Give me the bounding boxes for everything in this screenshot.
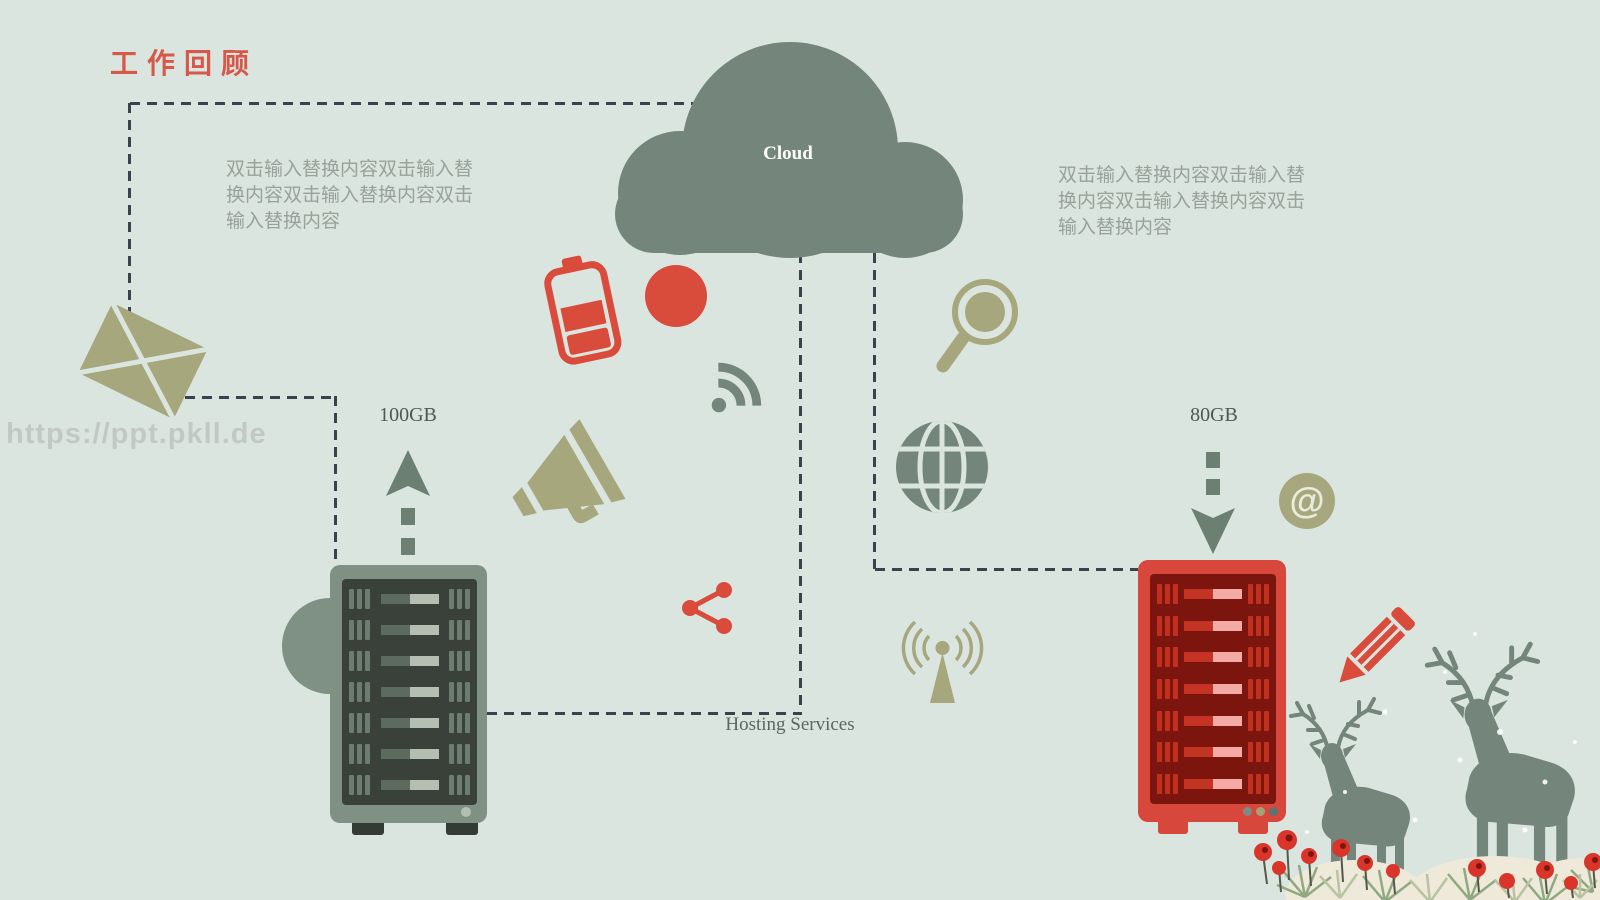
wifi-icon <box>711 362 762 413</box>
placeholder-text-left[interactable]: 双击输入替换内容双击输入替 换内容双击输入替换内容双击 输入替换内容 <box>226 159 474 232</box>
capacity-label-left: 100GB <box>379 404 437 426</box>
server-left-indicator <box>461 807 471 817</box>
dashed-connector-envelope-h <box>185 396 337 399</box>
dashed-connector-to-red-server <box>875 568 1138 571</box>
deer-decoration <box>1254 632 1600 900</box>
dashed-connector-cloud-right-v <box>873 253 876 571</box>
cloud-label: Cloud <box>763 143 813 164</box>
record-dot-icon <box>645 265 707 327</box>
dashed-connector-title-to-envelope <box>128 103 131 313</box>
dashed-connector-title-to-cloud <box>130 102 702 105</box>
envelope-icon <box>77 301 209 421</box>
server-slot-row <box>1150 774 1276 795</box>
server-slot-row <box>1150 647 1276 668</box>
server-slot-row <box>1150 615 1276 636</box>
server-slot-row <box>342 650 477 671</box>
at-symbol: @ <box>1289 480 1325 521</box>
server-rack-left[interactable] <box>330 565 487 823</box>
page-title[interactable]: 工作回顾 <box>110 49 259 80</box>
upload-arrow <box>386 450 430 555</box>
megaphone-icon <box>512 419 626 524</box>
server-right-slots <box>1150 574 1276 804</box>
server-left-foot <box>352 823 384 835</box>
server-slot-row <box>1150 583 1276 604</box>
magnifier-icon <box>936 279 1018 373</box>
battery-icon <box>544 255 622 365</box>
server-slot-row <box>1150 710 1276 731</box>
server-slot-row <box>342 775 477 796</box>
server-right-indicator <box>1269 807 1278 816</box>
server-slot-row <box>342 713 477 734</box>
server-right-indicator <box>1243 807 1252 816</box>
server-right-foot <box>1238 822 1268 834</box>
download-arrow <box>1191 452 1235 554</box>
snow-dots <box>1305 632 1577 834</box>
server-slot-row <box>1150 678 1276 699</box>
server-slot-row <box>342 619 477 640</box>
dashed-connector-envelope-to-server <box>334 396 337 564</box>
pencil-icon <box>1339 607 1415 683</box>
server-left-foot <box>446 823 478 835</box>
snow-mounds <box>1285 856 1600 900</box>
hosting-services-label: Hosting Services <box>725 714 855 735</box>
cloud-shape[interactable] <box>600 35 980 260</box>
server-slot-row <box>342 681 477 702</box>
watermark-url: https://ppt.pkll.de <box>6 418 267 450</box>
server-right-foot <box>1158 822 1188 834</box>
at-icon: @ <box>1279 473 1335 529</box>
dashed-connector-cloud-left-v <box>799 253 802 715</box>
server-slot-row <box>1150 742 1276 763</box>
antenna-icon <box>901 620 984 703</box>
globe-icon <box>896 421 988 513</box>
server-rack-right[interactable] <box>1138 560 1286 822</box>
berries-decoration <box>1254 830 1600 899</box>
capacity-label-right: 80GB <box>1190 404 1238 426</box>
share-icon <box>682 582 732 634</box>
placeholder-text-right[interactable]: 双击输入替换内容双击输入替 换内容双击输入替换内容双击 输入替换内容 <box>1058 165 1306 238</box>
server-slot-row <box>342 744 477 765</box>
server-right-indicator <box>1256 807 1265 816</box>
server-slot-row <box>342 588 477 609</box>
pine-branches <box>1276 861 1595 900</box>
server-left-slots <box>342 579 477 805</box>
dashed-connector-server-left-h <box>487 712 802 715</box>
